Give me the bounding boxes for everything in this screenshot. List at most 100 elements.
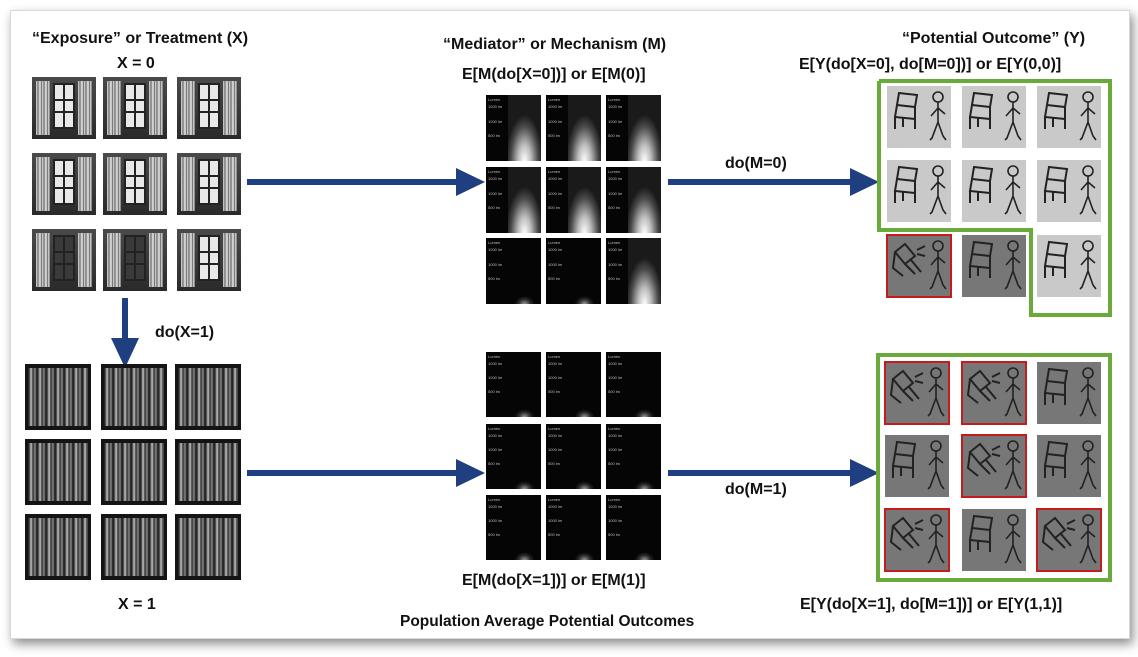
fall-outcome-tile xyxy=(961,434,1027,498)
stick-figure-icon xyxy=(927,513,945,567)
lux-tick-label: 500 lm xyxy=(488,204,501,210)
safe-outcome-tile xyxy=(1037,435,1101,497)
mediator-title: “Mediator” or Mechanism (M) xyxy=(443,36,667,53)
stick-figure-icon xyxy=(1079,366,1097,420)
window-icon xyxy=(177,153,241,215)
stick-figure-icon xyxy=(1079,164,1097,218)
curtain-panel xyxy=(223,81,237,135)
chair-icon xyxy=(966,514,998,560)
window-pane xyxy=(53,159,75,205)
lux-tick-label: 1000 lm xyxy=(548,375,563,381)
lux-tick-label: 1000 lm xyxy=(488,261,503,267)
safe-outcome-tile xyxy=(1037,86,1101,148)
lux-tick-label: 1000 lm xyxy=(608,104,623,110)
lux-tick-label: 500 lm xyxy=(608,389,621,395)
curtain-drape xyxy=(104,368,164,426)
chair-icon xyxy=(889,440,921,486)
lux-tick-label: 1000 lm xyxy=(488,433,503,439)
window-pane xyxy=(124,235,146,281)
curtain-panel xyxy=(78,81,92,135)
lux-tick-label: 1000 lm xyxy=(548,104,563,110)
chair-icon xyxy=(1041,91,1073,137)
lux-tick-label: 1000 lm xyxy=(548,261,563,267)
stick-figure-icon xyxy=(929,90,947,144)
curtain-panel xyxy=(36,81,50,135)
chair-icon xyxy=(966,240,998,286)
curtain-panel xyxy=(181,157,195,211)
safe-outcome-tile xyxy=(1037,160,1101,222)
x1-label: X = 1 xyxy=(118,596,156,613)
window-pane xyxy=(198,83,220,129)
chair-icon xyxy=(1041,514,1077,560)
lux-tick-label: Lumen xyxy=(608,96,621,102)
lux-tick-label: 1000 lm xyxy=(548,433,563,439)
fall-outcome-tile xyxy=(884,508,950,572)
stick-figure-icon xyxy=(1004,239,1022,293)
curtain-panel xyxy=(36,233,50,287)
y00-formula: E[Y(do[X=0], do[M=0])] or E[Y(0,0)] xyxy=(799,56,1062,73)
lux-tick-label: 1000 lm xyxy=(548,447,563,453)
safe-outcome-tile xyxy=(887,86,951,148)
lux-tick-label: 1000 lm xyxy=(488,118,503,124)
curtain-drape xyxy=(178,443,238,501)
fall-outcome-tile xyxy=(1036,508,1102,572)
y11-formula: E[Y(do[X=1], do[M=1])] or E[Y(1,1)] xyxy=(800,596,1063,613)
arrow-right-icon xyxy=(247,459,485,487)
lux-glow xyxy=(568,352,601,417)
curtain-icon xyxy=(175,364,241,430)
lux-tick-label: 500 lm xyxy=(488,132,501,138)
window-pane xyxy=(124,83,146,129)
curtain-panel xyxy=(181,81,195,135)
lux-tick-label: 1000 lm xyxy=(548,518,563,524)
arrow-right-icon xyxy=(247,168,485,196)
safe-outcome-tile xyxy=(962,160,1026,222)
stick-figure-icon xyxy=(1004,513,1022,567)
chair-icon xyxy=(1041,367,1073,413)
lux-tick-label: Lumen xyxy=(608,239,621,245)
outcome-title: “Potential Outcome” (Y) xyxy=(902,30,1086,47)
lux-tick-label: 1000 lm xyxy=(608,190,623,196)
lux-tick-label: 1000 lm xyxy=(488,361,503,367)
lux-tick-label: Lumen xyxy=(608,168,621,174)
lux-tick-label: 500 lm xyxy=(548,132,561,138)
window-icon xyxy=(32,77,96,139)
stick-figure-icon xyxy=(1004,164,1022,218)
stick-figure-icon xyxy=(1004,90,1022,144)
lux-tick-label: Lumen xyxy=(608,496,621,502)
lux-glow xyxy=(628,238,661,304)
stick-figure-icon xyxy=(927,366,945,420)
lux-glow xyxy=(568,495,601,560)
lux-tick-label: 500 lm xyxy=(488,275,501,281)
footer-caption: Population Average Potential Outcomes xyxy=(400,613,695,630)
lux-glow xyxy=(568,424,601,489)
arrow-right-icon xyxy=(668,168,879,196)
lux-tick-label: 1000 lm xyxy=(608,361,623,367)
lux-glow xyxy=(508,352,541,417)
lux-tick-label: 1000 lm xyxy=(488,190,503,196)
curtain-icon xyxy=(25,514,91,580)
lux-tick-label: Lumen xyxy=(488,353,501,359)
lux-tick-label: 500 lm xyxy=(488,532,501,538)
lux-tick-label: 1000 lm xyxy=(608,518,623,524)
curtain-icon xyxy=(101,364,167,430)
lux-glow xyxy=(628,95,661,161)
lux-tick-label: Lumen xyxy=(488,168,501,174)
curtain-panel xyxy=(78,157,92,211)
lux-tick-label: 1000 lm xyxy=(608,247,623,253)
safe-outcome-tile xyxy=(885,435,949,497)
lux-tick-label: 500 lm xyxy=(548,204,561,210)
do-m0-label: do(M=0) xyxy=(725,155,787,172)
